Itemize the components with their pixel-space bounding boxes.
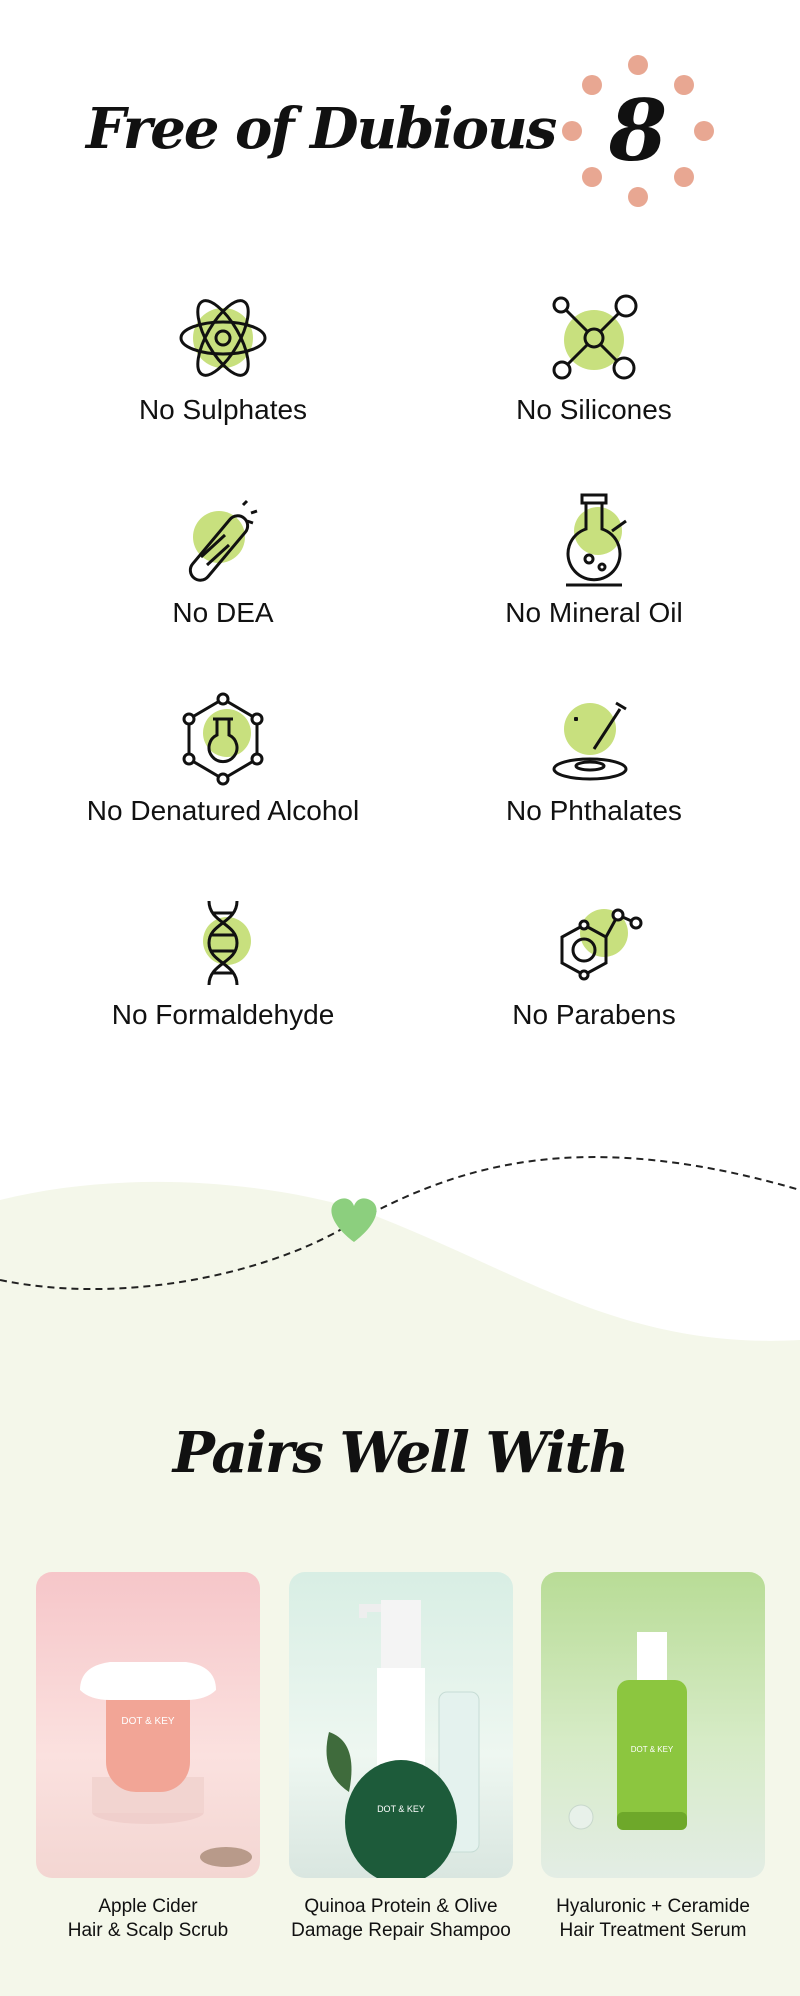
feature-label: No DEA <box>172 597 274 628</box>
section-title: Free of Dubious <box>86 96 557 162</box>
caption-line: Hair & Scalp Scrub <box>67 1920 229 1941</box>
feature-label: No Sulphates <box>138 394 308 425</box>
dna-icon <box>203 900 251 986</box>
product-card-hyaluronic-serum[interactable]: DOT & KEY <box>541 1572 765 1878</box>
heart-icon <box>331 1198 377 1242</box>
feature-label: No Phthalates <box>506 795 682 826</box>
feature-no-mineral-oil: No Mineral Oil <box>404 491 784 629</box>
product-card-apple-cider[interactable]: DOT & KEY <box>36 1572 260 1878</box>
dots-ring-decoration <box>562 55 714 207</box>
feature-no-phthalates: No Phthalates <box>404 689 784 827</box>
brand-logo: DOT & KEY <box>631 1745 674 1754</box>
feature-label: No Mineral Oil <box>505 597 683 628</box>
feature-label: No Formaldehyde <box>111 999 335 1030</box>
pairs-title: Pairs Well With <box>172 1420 629 1486</box>
flask-hexagon-icon <box>182 692 264 786</box>
product-image-serum-bottle: DOT & KEY <box>568 1632 687 1830</box>
atom-icon <box>179 299 267 377</box>
caption-line: Apple Cider <box>98 1896 198 1917</box>
feature-no-sulphates: No Sulphates <box>33 288 413 426</box>
flask-icon <box>566 493 627 587</box>
ingredient-count: 8 <box>608 81 668 180</box>
dropper-dish-icon <box>552 701 628 781</box>
feature-no-denatured-alcohol: No Denatured Alcohol <box>33 689 413 827</box>
feature-label: No Denatured Alcohol <box>86 795 360 826</box>
caption-line: Damage Repair Shampoo <box>291 1920 511 1941</box>
caption-line: Hair Treatment Serum <box>559 1920 747 1941</box>
product-image-shampoo-bottle: DOT & KEY <box>326 1600 480 1878</box>
feature-label: No Parabens <box>512 999 676 1030</box>
feature-no-parabens: No Parabens <box>404 893 784 1031</box>
feature-no-formaldehyde: No Formaldehyde <box>33 893 413 1031</box>
feature-label: No Silicones <box>516 394 672 425</box>
brand-logo: DOT & KEY <box>121 1716 174 1727</box>
molecule-icon <box>552 294 638 380</box>
benzene-icon <box>560 908 643 981</box>
product-image-scrub-jar: DOT & KEY <box>80 1662 252 1867</box>
product-card-quinoa-shampoo[interactable]: DOT & KEY <box>289 1572 513 1878</box>
feature-no-dea: No DEA <box>33 491 413 629</box>
feature-no-silicones: No Silicones <box>404 288 784 426</box>
brand-logo: DOT & KEY <box>377 1804 425 1814</box>
caption-line: Hyaluronic + Ceramide <box>556 1896 750 1917</box>
caption-line: Quinoa Protein & Olive <box>304 1896 498 1917</box>
dna-test-tube-icon <box>188 499 258 582</box>
